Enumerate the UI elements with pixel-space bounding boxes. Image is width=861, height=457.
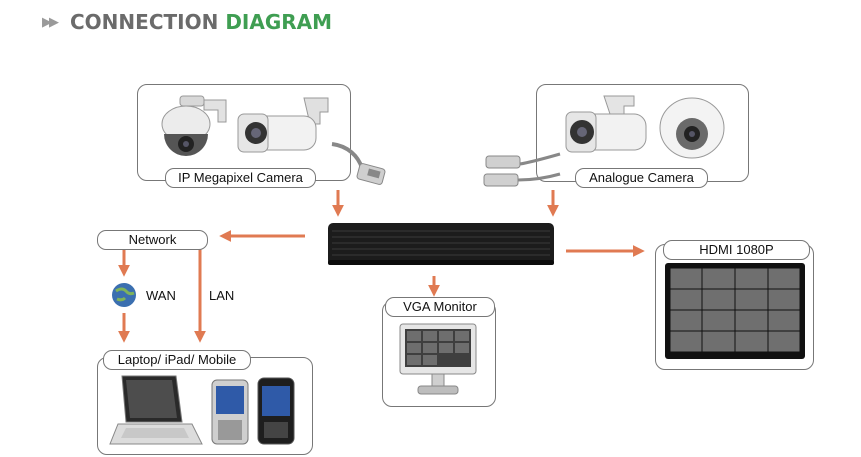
analogue-camera-label: Analogue Camera — [575, 168, 708, 188]
mobile-phone-icon-1 — [211, 379, 249, 445]
dvr-recorder-icon — [328, 223, 554, 265]
ptz-dome-camera-icon — [161, 95, 227, 156]
hdmi-tv-icon — [665, 263, 805, 359]
vga-monitor-icon — [399, 323, 477, 395]
diagram-heading: ▶▶ CONNECTION DIAGRAM — [42, 8, 332, 36]
bullet-camera-icon — [237, 97, 329, 153]
vga-monitor-label: VGA Monitor — [385, 297, 495, 317]
heading-word-diagram: DIAGRAM — [225, 10, 333, 34]
heading-word-connection: CONNECTION — [70, 10, 219, 34]
bullet-camera-analogue-icon — [565, 95, 647, 153]
lan-label: LAN — [209, 288, 235, 303]
dome-camera-icon — [659, 97, 725, 159]
mobile-phone-icon-2 — [257, 377, 295, 445]
laptop-mobile-label: Laptop/ iPad/ Mobile — [103, 350, 251, 370]
ip-camera-label: IP Megapixel Camera — [165, 168, 316, 188]
laptop-icon — [109, 375, 203, 445]
ethernet-cable-icon — [331, 142, 386, 185]
wan-label: WAN — [146, 288, 176, 303]
double-chevron-icon: ▶▶ — [42, 14, 59, 30]
network-label: Network — [97, 230, 208, 250]
hdmi-label: HDMI 1080P — [663, 240, 810, 260]
bnc-cable-icon — [483, 152, 561, 187]
globe-icon — [112, 283, 136, 307]
